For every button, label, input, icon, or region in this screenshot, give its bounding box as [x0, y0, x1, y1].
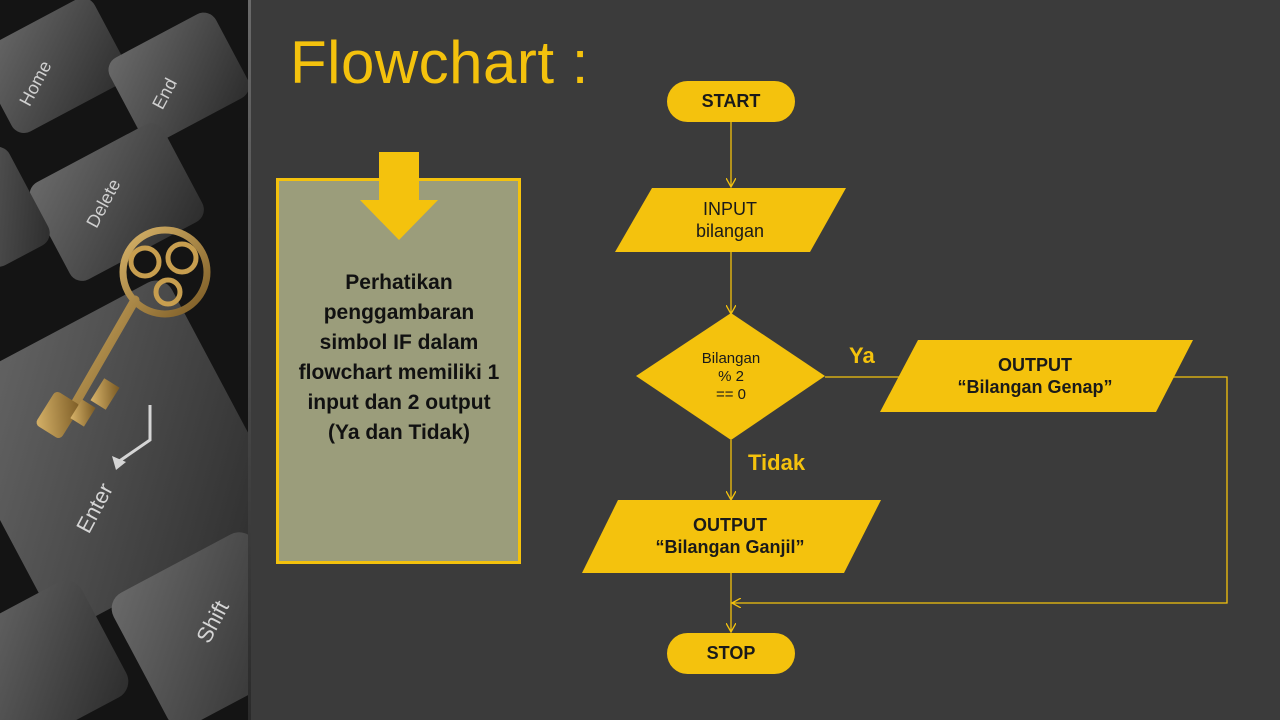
decision-text-line3: == 0 [715, 386, 747, 403]
panel-divider [248, 0, 251, 720]
key-shift: Shift [111, 532, 248, 720]
input-label: INPUT bilangan [640, 196, 820, 246]
key-home: Home [0, 0, 128, 133]
info-text: Perhatikan penggambaran simbol IF dalam … [298, 271, 500, 444]
stop-label: STOP [667, 633, 795, 674]
output-odd-label: OUTPUT “Bilangan Ganjil” [605, 510, 855, 564]
output-odd-text-line2: “Bilangan Ganjil” [655, 537, 805, 557]
connector-even-stop [733, 376, 1228, 603]
output-even-text-line1: OUTPUT [998, 355, 1072, 376]
keyboard-photo: Home End Delete Enter Shift [0, 0, 248, 720]
key-end: End [108, 12, 248, 143]
output-even-parallelogram [880, 340, 1193, 412]
yes-label: Ya [849, 343, 875, 368]
start-label: START [667, 81, 795, 122]
output-even-text-line2: “Bilangan Genap” [957, 377, 1113, 397]
start-terminator [667, 81, 795, 122]
decision-label: Bilangan % 2 == 0 [676, 345, 786, 409]
output-odd-text-line1: OUTPUT [693, 515, 767, 536]
output-odd-parallelogram [582, 500, 881, 573]
stop-terminator [667, 633, 795, 674]
vintage-key-icon [36, 226, 211, 439]
no-label: Tidak [748, 450, 806, 475]
slide-title: Flowchart : [290, 29, 589, 96]
key-delete: Delete [29, 123, 204, 281]
key-enter: Enter [0, 280, 248, 629]
down-arrow-icon [360, 152, 438, 240]
decision-text-line1: Bilangan [701, 350, 761, 367]
output-even-label: OUTPUT “Bilangan Genap” [910, 350, 1160, 404]
decision-diamond [636, 313, 825, 440]
decision-text-line2: % 2 [718, 368, 744, 385]
input-text-line2: bilangan [695, 221, 765, 241]
input-text-line1: INPUT [703, 199, 757, 220]
input-parallelogram [615, 188, 846, 252]
stop-text: STOP [706, 642, 756, 663]
start-text: START [701, 90, 761, 111]
info-box [276, 178, 521, 564]
